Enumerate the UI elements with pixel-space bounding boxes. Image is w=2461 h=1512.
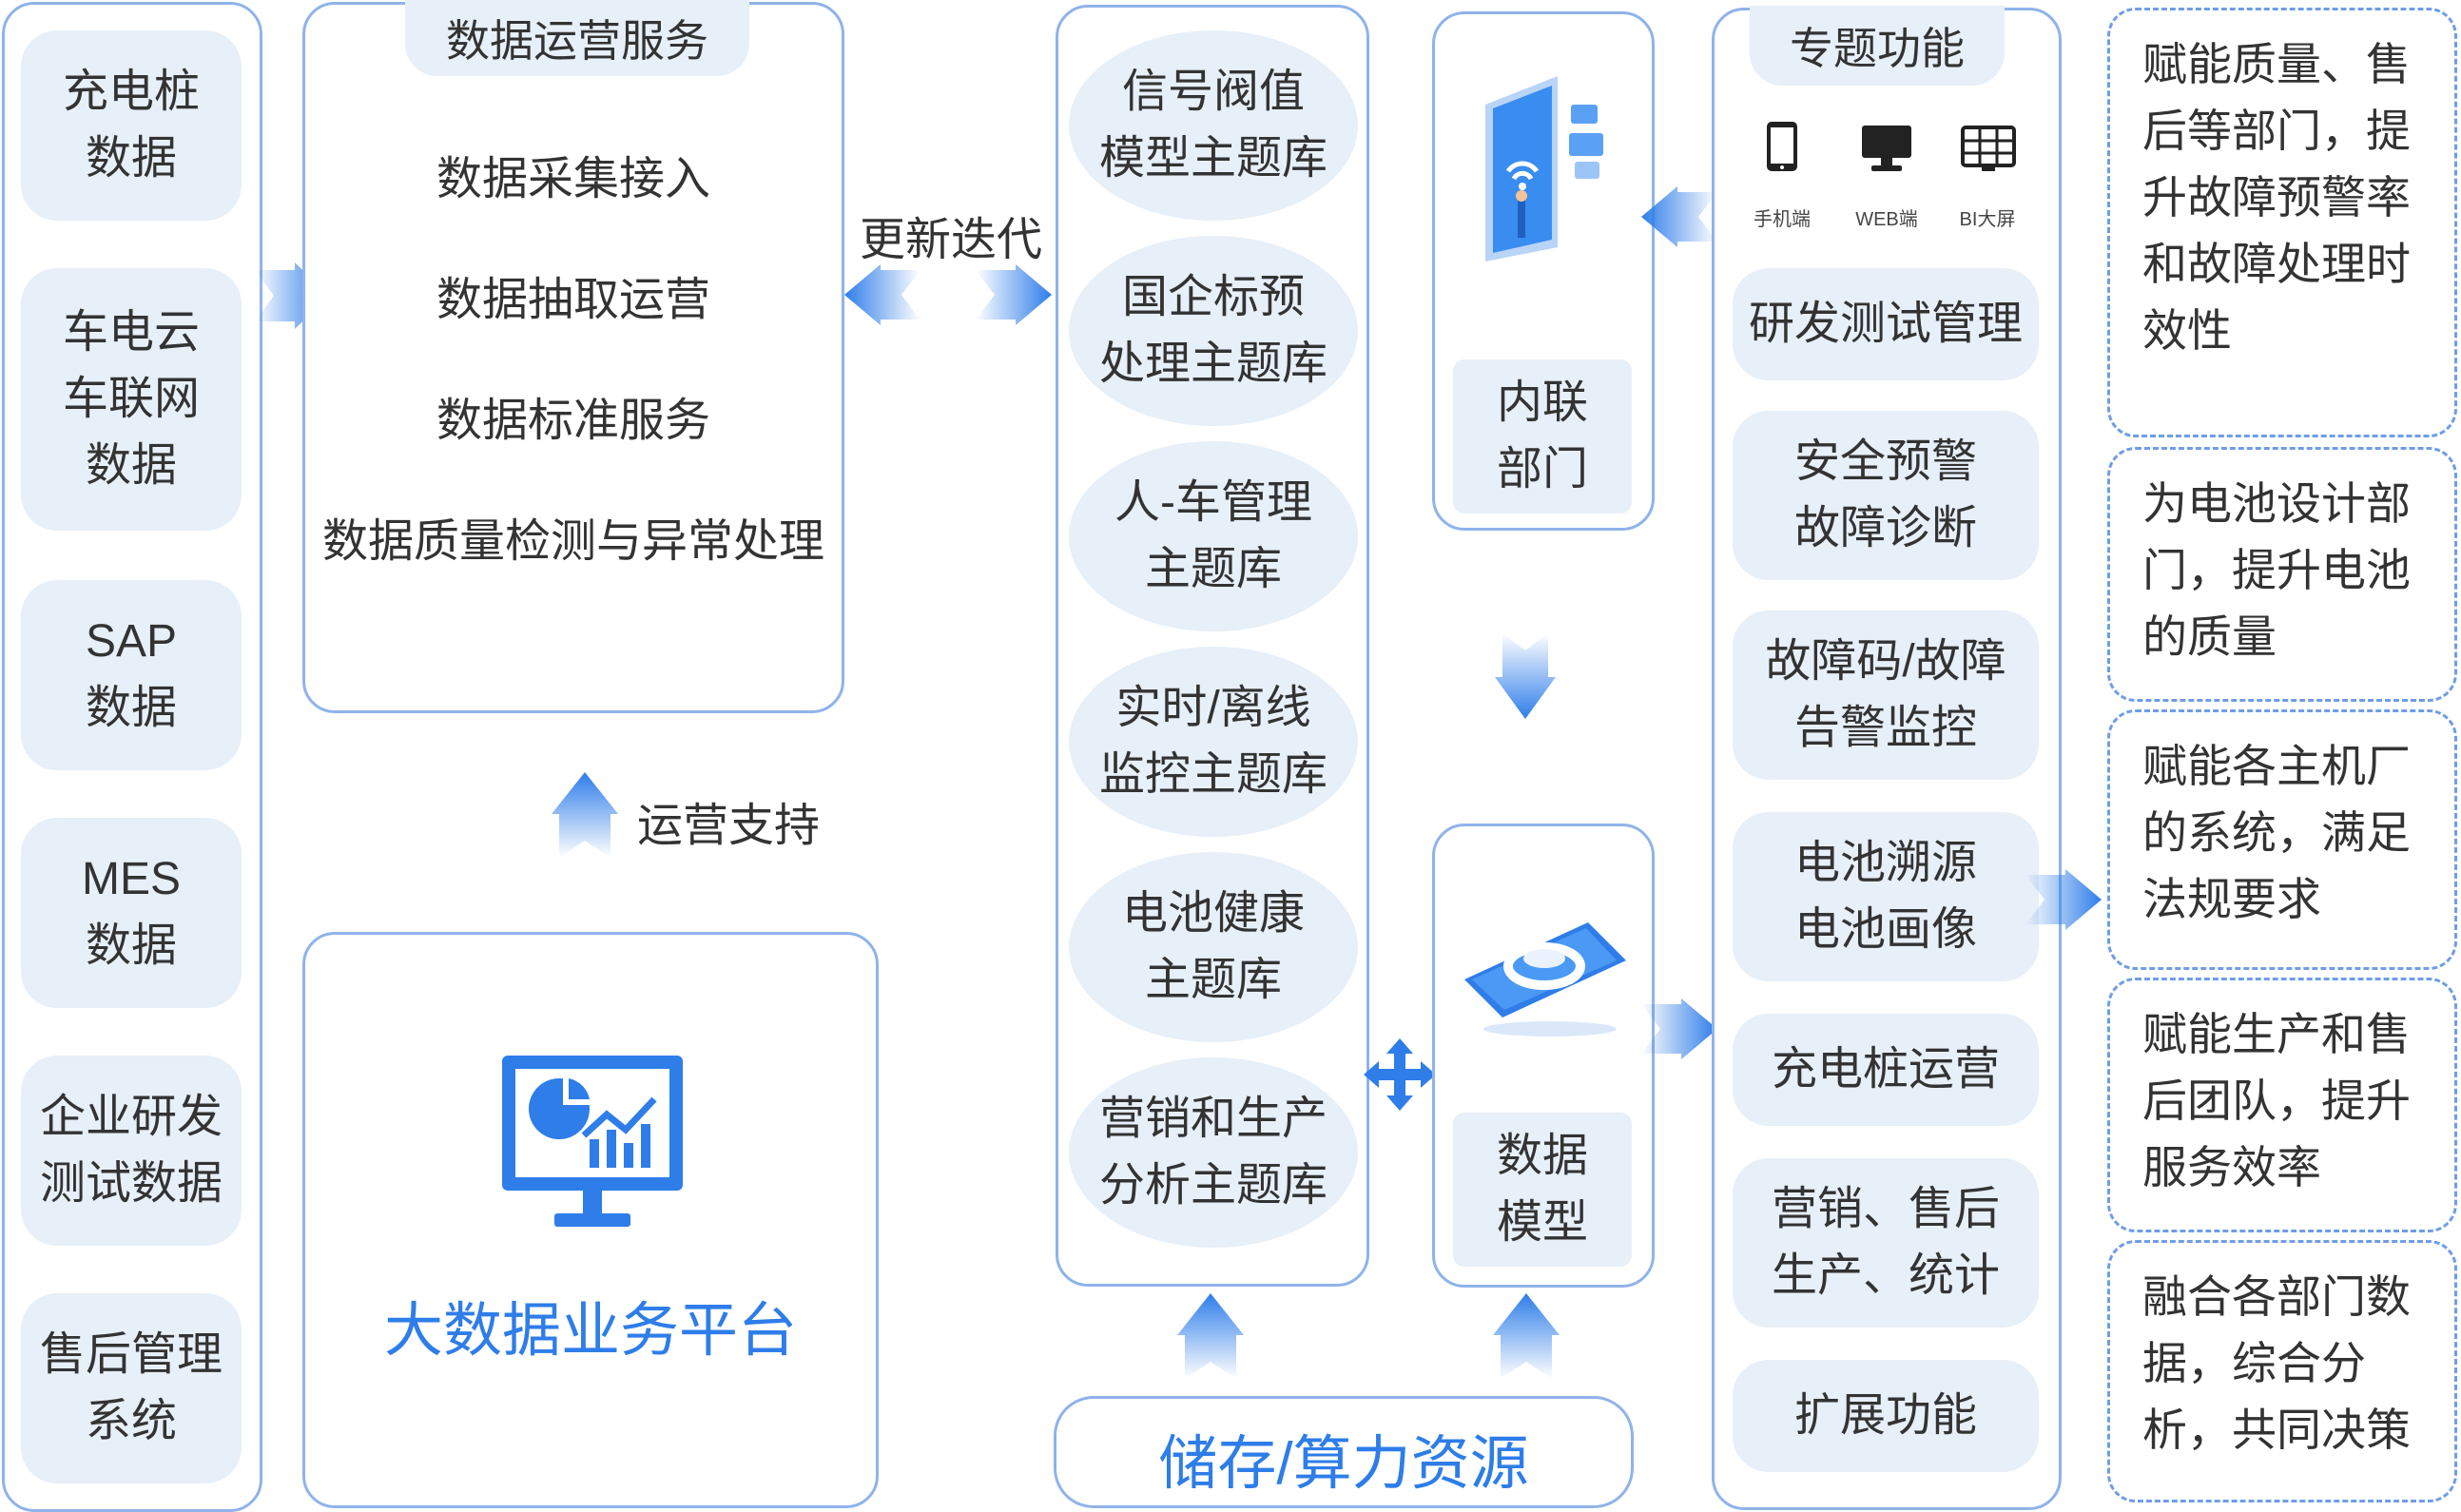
source-sap: SAP 数据 [21,580,242,770]
ops-item-extract: 数据抽取运营 [436,275,710,325]
arrow-storage-to-model [1493,1293,1560,1379]
iteration-label: 更新迭代 [859,215,1042,265]
source-rd-test: 企业研发 测试数据 [21,1056,242,1246]
internal-dept-label: 内联 部门 [1453,359,1632,514]
theme-battery-health: 电池健康 主题库 [1069,852,1358,1042]
feature-safety-warning: 安全预警 故障诊断 [1733,411,2039,580]
source-after-sales: 售后管理 系统 [21,1293,242,1483]
feature-charging-ops: 充电桩运营 [1733,1014,2039,1126]
platform-title: 大数据业务平台 [383,1298,797,1364]
benefit-service-efficiency: 赋能生产和售 后团队，提升 服务效率 [2107,978,2457,1232]
benefit-battery-design: 为电池设计部 门，提升电池 的质量 [2107,447,2457,702]
theme-marketing-production: 营销和生产 分析主题库 [1069,1057,1358,1248]
platform-panel [302,932,879,1508]
feature-rd-test: 研发测试管理 [1733,268,2039,380]
ops-item-quality: 数据质量检测与异常处理 [321,516,824,567]
features-title: 专题功能 [1750,6,2005,86]
source-charging-pile: 充电桩 数据 [21,30,242,221]
monitor-chart-icon [502,1056,683,1227]
benefit-quality-dept: 赋能质量、售 后等部门，提 升故障预警率 和故障处理时 效性 [2107,8,2457,437]
benefit-joint-decision: 融合各部门数 据，综合分 析，共同决策 [2107,1240,2457,1502]
ops-item-standard: 数据标准服务 [436,396,710,446]
device-web-label: WEB端 [1855,209,1918,230]
feature-battery-trace: 电池溯源 电池画像 [1733,812,2039,981]
theme-national-standard: 国企标预 处理主题库 [1069,236,1358,426]
device-mobile-label: 手机端 [1754,209,1811,230]
support-label: 运营支持 [637,801,821,851]
arrow-features-to-dept [1641,186,1717,247]
arrow-iteration-left [844,264,920,325]
feature-fault-code: 故障码/故障 告警监控 [1733,611,2039,780]
ops-service-panel [302,2,844,713]
arrow-dept-to-model [1495,633,1556,719]
source-vehicle-network: 车电云 车联网 数据 [21,268,242,531]
theme-signal-threshold: 信号阀值 模型主题库 [1069,30,1358,221]
theme-person-vehicle: 人-车管理 主题库 [1069,441,1358,631]
source-mes: MES 数据 [21,818,242,1008]
phone-ring-icon [1464,922,1626,1037]
benefit-oem-compliance: 赋能各主机厂 的系统，满足 法规要求 [2107,709,2457,970]
data-model-label: 数据 模型 [1453,1113,1632,1267]
theme-realtime-offline: 实时/离线 监控主题库 [1069,647,1358,837]
ops-item-collect: 数据采集接入 [436,154,710,204]
arrow-model-to-features [1641,998,1717,1059]
desktop-icon [1862,126,1911,171]
arrow-support-up [552,772,618,858]
arrow-features-to-benefits [2025,869,2102,930]
storage-label: 储存/算力资源 [1158,1431,1529,1497]
feature-marketing-stats: 营销、售后 生产、统计 [1733,1158,2039,1328]
feature-extension: 扩展功能 [1733,1360,2039,1472]
ops-service-title: 数据运营服务 [405,0,749,76]
dashboard-screen-icon [1961,126,2016,171]
arrow-storage-to-themes [1177,1293,1244,1379]
arrow-iteration-right [976,264,1052,325]
four-way-arrow-icon [1364,1038,1436,1111]
tablet-network-icon [1485,76,1603,262]
mobile-icon [1767,122,1797,171]
device-bi-label: BI大屏 [1959,209,2016,230]
